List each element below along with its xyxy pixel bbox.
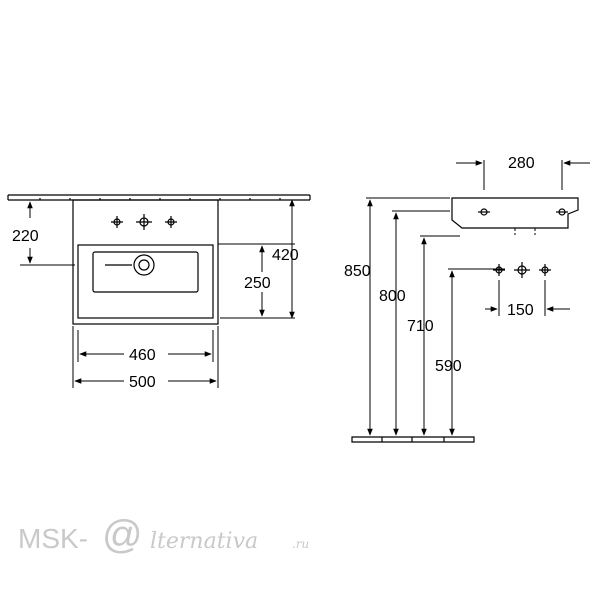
- label-500: 500: [129, 374, 156, 391]
- label-250: 250: [244, 275, 271, 292]
- front-view: [7, 194, 311, 388]
- basin-inner: [77, 244, 214, 319]
- side-view: [351, 160, 590, 443]
- watermark-brand: MSK-: [18, 523, 88, 554]
- label-800: 800: [379, 288, 406, 305]
- basin-side: [451, 197, 579, 229]
- wall-strip-notches: [39, 198, 281, 200]
- wall-strip: [7, 194, 311, 201]
- tap-holes-front: [111, 214, 177, 230]
- drain-inner: [138, 259, 150, 271]
- label-150: 150: [507, 302, 534, 319]
- watermark-suffix: .ru: [292, 537, 309, 551]
- watermark: MSK- @ lternativa .ru: [18, 513, 309, 557]
- basin-outer: [72, 199, 219, 325]
- label-460: 460: [129, 347, 156, 364]
- label-220: 220: [12, 228, 39, 245]
- watermark-script: lternativa: [150, 529, 258, 554]
- label-710: 710: [407, 318, 434, 335]
- tap-holes-side: [493, 262, 551, 278]
- label-420: 420: [272, 247, 299, 264]
- watermark-at: @: [102, 513, 143, 557]
- bowl-recess: [92, 251, 199, 293]
- drain-outer: [133, 254, 155, 276]
- label-590: 590: [435, 358, 462, 375]
- floor: [351, 436, 475, 443]
- basin-side-inner: [514, 228, 536, 235]
- label-850: 850: [344, 263, 371, 280]
- label-280: 280: [508, 155, 535, 172]
